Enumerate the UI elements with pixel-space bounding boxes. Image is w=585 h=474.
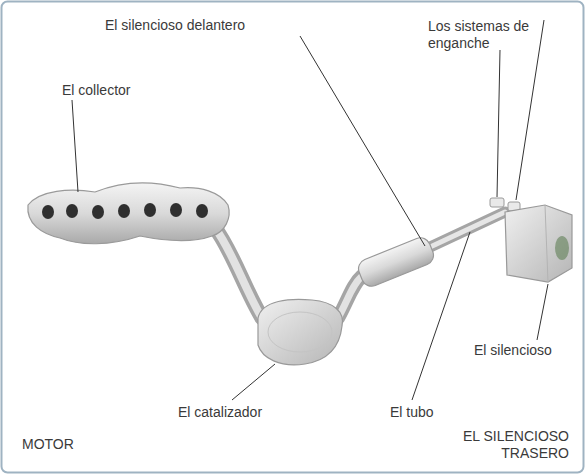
- part-label: El tubo: [390, 404, 434, 421]
- rear-muffler: [505, 205, 572, 282]
- part-label: El silencioso delantero: [105, 17, 245, 34]
- manifold: [28, 183, 229, 244]
- hangers: [490, 198, 520, 211]
- front-muffler: [356, 235, 437, 289]
- part-label: El collector: [62, 82, 130, 99]
- catalyzer: [258, 299, 342, 365]
- part-label: El catalizador: [178, 404, 262, 421]
- section-label: MOTOR: [22, 436, 74, 453]
- section-label: EL SILENCIOSO TRASERO: [439, 428, 569, 462]
- pipes: [215, 212, 505, 318]
- part-label: Los sistemas de enganche: [428, 18, 533, 52]
- part-label: El silencioso: [474, 342, 552, 359]
